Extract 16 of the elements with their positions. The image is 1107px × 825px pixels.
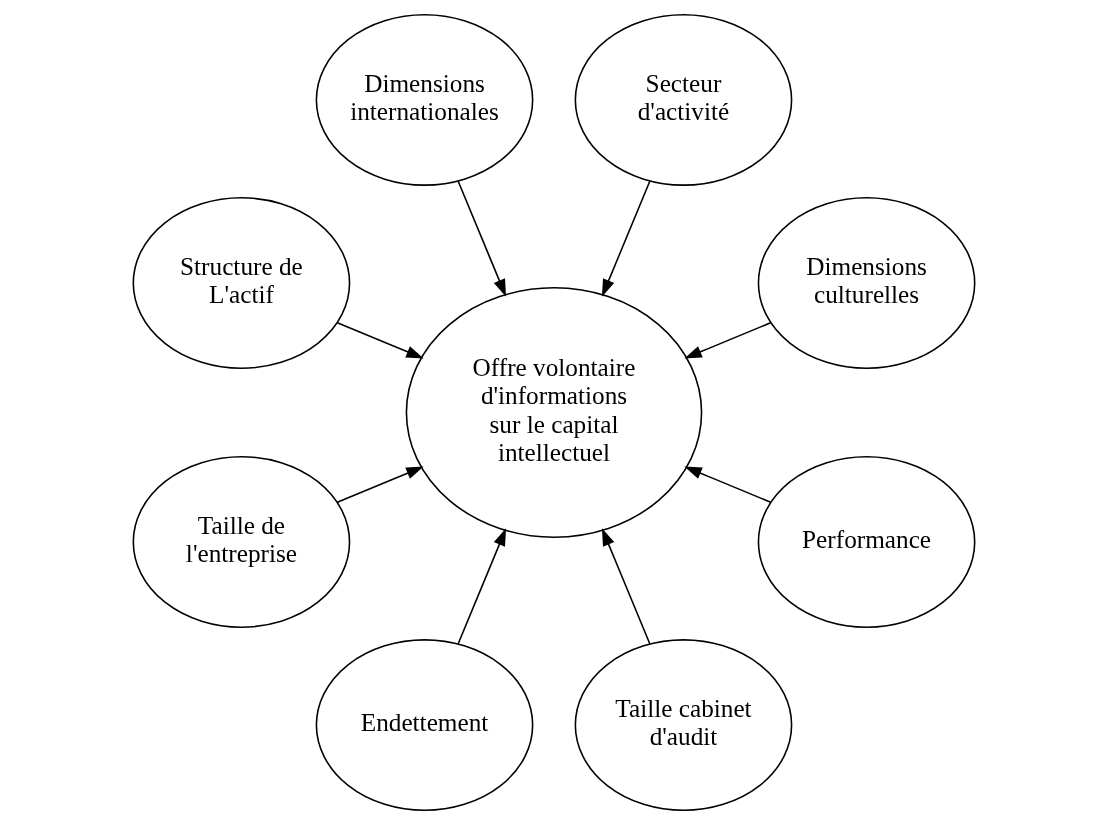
arrow [456,528,506,645]
node-ellipse: Taille de l'entreprise [132,455,350,628]
node-ellipse: Structure de L'actif [132,197,350,370]
arrow [683,321,771,359]
arrow [601,180,651,297]
arrow [336,466,424,504]
arrow [456,180,506,297]
node-ellipse: Performance [757,455,975,628]
node-ellipse: Endettement [315,639,533,812]
node-ellipse: Taille cabinet d'audit [574,639,792,812]
arrow [336,321,424,359]
arrow [601,528,651,645]
arrow [683,466,771,504]
node-ellipse: Secteur d'activité [574,13,792,186]
node-ellipse: Dimensions internationales [315,13,533,186]
node-ellipse: Dimensions culturelles [757,197,975,370]
